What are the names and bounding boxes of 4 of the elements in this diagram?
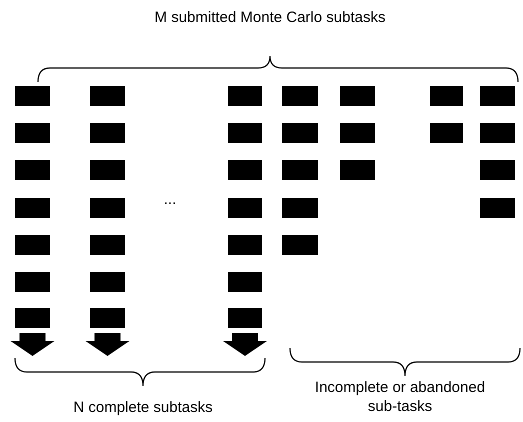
ellipsis-text: ...	[162, 190, 178, 209]
group-label: Incomplete or abandoned sub-tasks	[314, 378, 486, 416]
title-text: M submitted Monte Carlo subtasks	[154, 8, 386, 27]
group-label: N complete subtasks	[72, 398, 214, 417]
